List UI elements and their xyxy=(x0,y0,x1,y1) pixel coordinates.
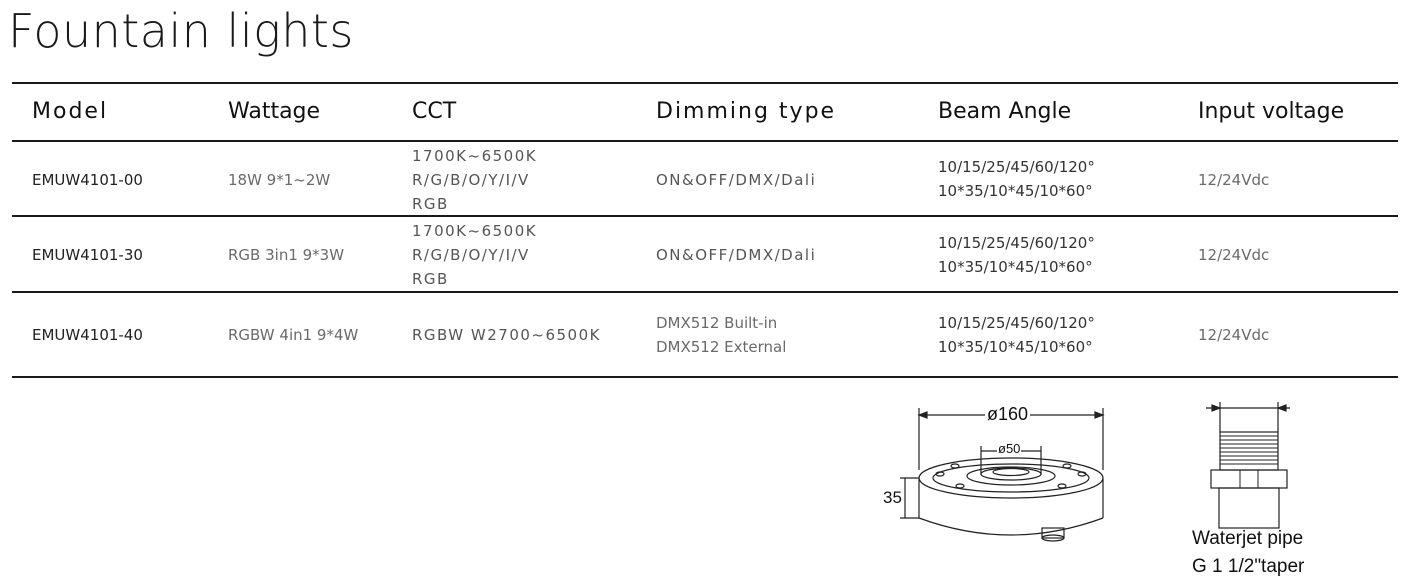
model-cell: EMUW4101-40 xyxy=(32,326,143,344)
dimming-cell: ON&OFF/DMX/Dali xyxy=(656,243,816,267)
beam-line: 10/15/25/45/60/120° xyxy=(938,158,1095,176)
dimming-line: DMX512 External xyxy=(656,338,787,356)
cct-line: R/G/B/O/Y/I/V xyxy=(412,171,530,189)
dimming-cell: DMX512 Built-in DMX512 External xyxy=(656,311,786,359)
row-divider xyxy=(12,215,1398,217)
cct-cell: 1700K~6500K R/G/B/O/Y/I/V RGB xyxy=(412,144,537,216)
beam-line: 10/15/25/45/60/120° xyxy=(938,234,1095,252)
outer-diameter-label: ø160 xyxy=(985,404,1031,425)
header-input-voltage: Input voltage xyxy=(1198,99,1345,124)
dimming-line: ON&OFF/DMX/Dali xyxy=(656,246,817,264)
beam-cell: 10/15/25/45/60/120° 10*35/10*45/10*60° xyxy=(938,311,1095,359)
cct-line: R/G/B/O/Y/I/V xyxy=(412,246,530,264)
voltage-cell: 12/24Vdc xyxy=(1198,246,1270,264)
model-cell: EMUW4101-30 xyxy=(32,246,143,264)
cct-line: RGB xyxy=(412,270,449,288)
beam-cell: 10/15/25/45/60/120° 10*35/10*45/10*60° xyxy=(938,231,1095,279)
header-wattage: Wattage xyxy=(228,99,321,124)
pipe-caption-line2: G 1 1/2"taper xyxy=(1192,556,1305,577)
header-dimming-type: Dimming type xyxy=(656,99,837,124)
wattage-cell: 18W 9*1~2W xyxy=(228,171,331,189)
header-beam-angle: Beam Angle xyxy=(938,99,1072,124)
beam-line: 10/15/25/45/60/120° xyxy=(938,314,1095,332)
cct-cell: 1700K~6500K R/G/B/O/Y/I/V RGB xyxy=(412,219,537,291)
voltage-cell: 12/24Vdc xyxy=(1198,171,1270,189)
dimming-cell: ON&OFF/DMX/Dali xyxy=(656,168,816,192)
cct-line: 1700K~6500K xyxy=(412,222,538,240)
cct-line: RGB xyxy=(412,195,449,213)
pipe-caption-line1: Waterjet pipe xyxy=(1192,528,1304,549)
header-model: Model xyxy=(32,99,109,124)
model-cell: EMUW4101-00 xyxy=(32,171,143,189)
beam-line: 10*35/10*45/10*60° xyxy=(938,258,1093,276)
beam-cell: 10/15/25/45/60/120° 10*35/10*45/10*60° xyxy=(938,155,1095,203)
header-bottom-rule xyxy=(12,140,1398,142)
cct-cell: RGBW W2700~6500K xyxy=(412,323,601,347)
wattage-cell: RGB 3in1 9*3W xyxy=(228,246,345,264)
beam-line: 10*35/10*45/10*60° xyxy=(938,338,1093,356)
dimming-line: ON&OFF/DMX/Dali xyxy=(656,171,817,189)
table-top-rule xyxy=(12,82,1398,84)
header-cct: CCT xyxy=(412,99,457,124)
dimming-line: DMX512 Built-in xyxy=(656,314,778,332)
wattage-cell: RGBW 4in1 9*4W xyxy=(228,326,359,344)
voltage-cell: 12/24Vdc xyxy=(1198,326,1270,344)
page-title: Fountain lights xyxy=(8,4,354,58)
beam-line: 10*35/10*45/10*60° xyxy=(938,182,1093,200)
table-bottom-rule xyxy=(12,376,1398,378)
inner-diameter-label: ø50 xyxy=(997,441,1022,456)
cct-line: 1700K~6500K xyxy=(412,147,538,165)
height-label: 35 xyxy=(883,488,902,507)
row-divider xyxy=(12,291,1398,293)
cct-line: RGBW W2700~6500K xyxy=(412,326,601,344)
